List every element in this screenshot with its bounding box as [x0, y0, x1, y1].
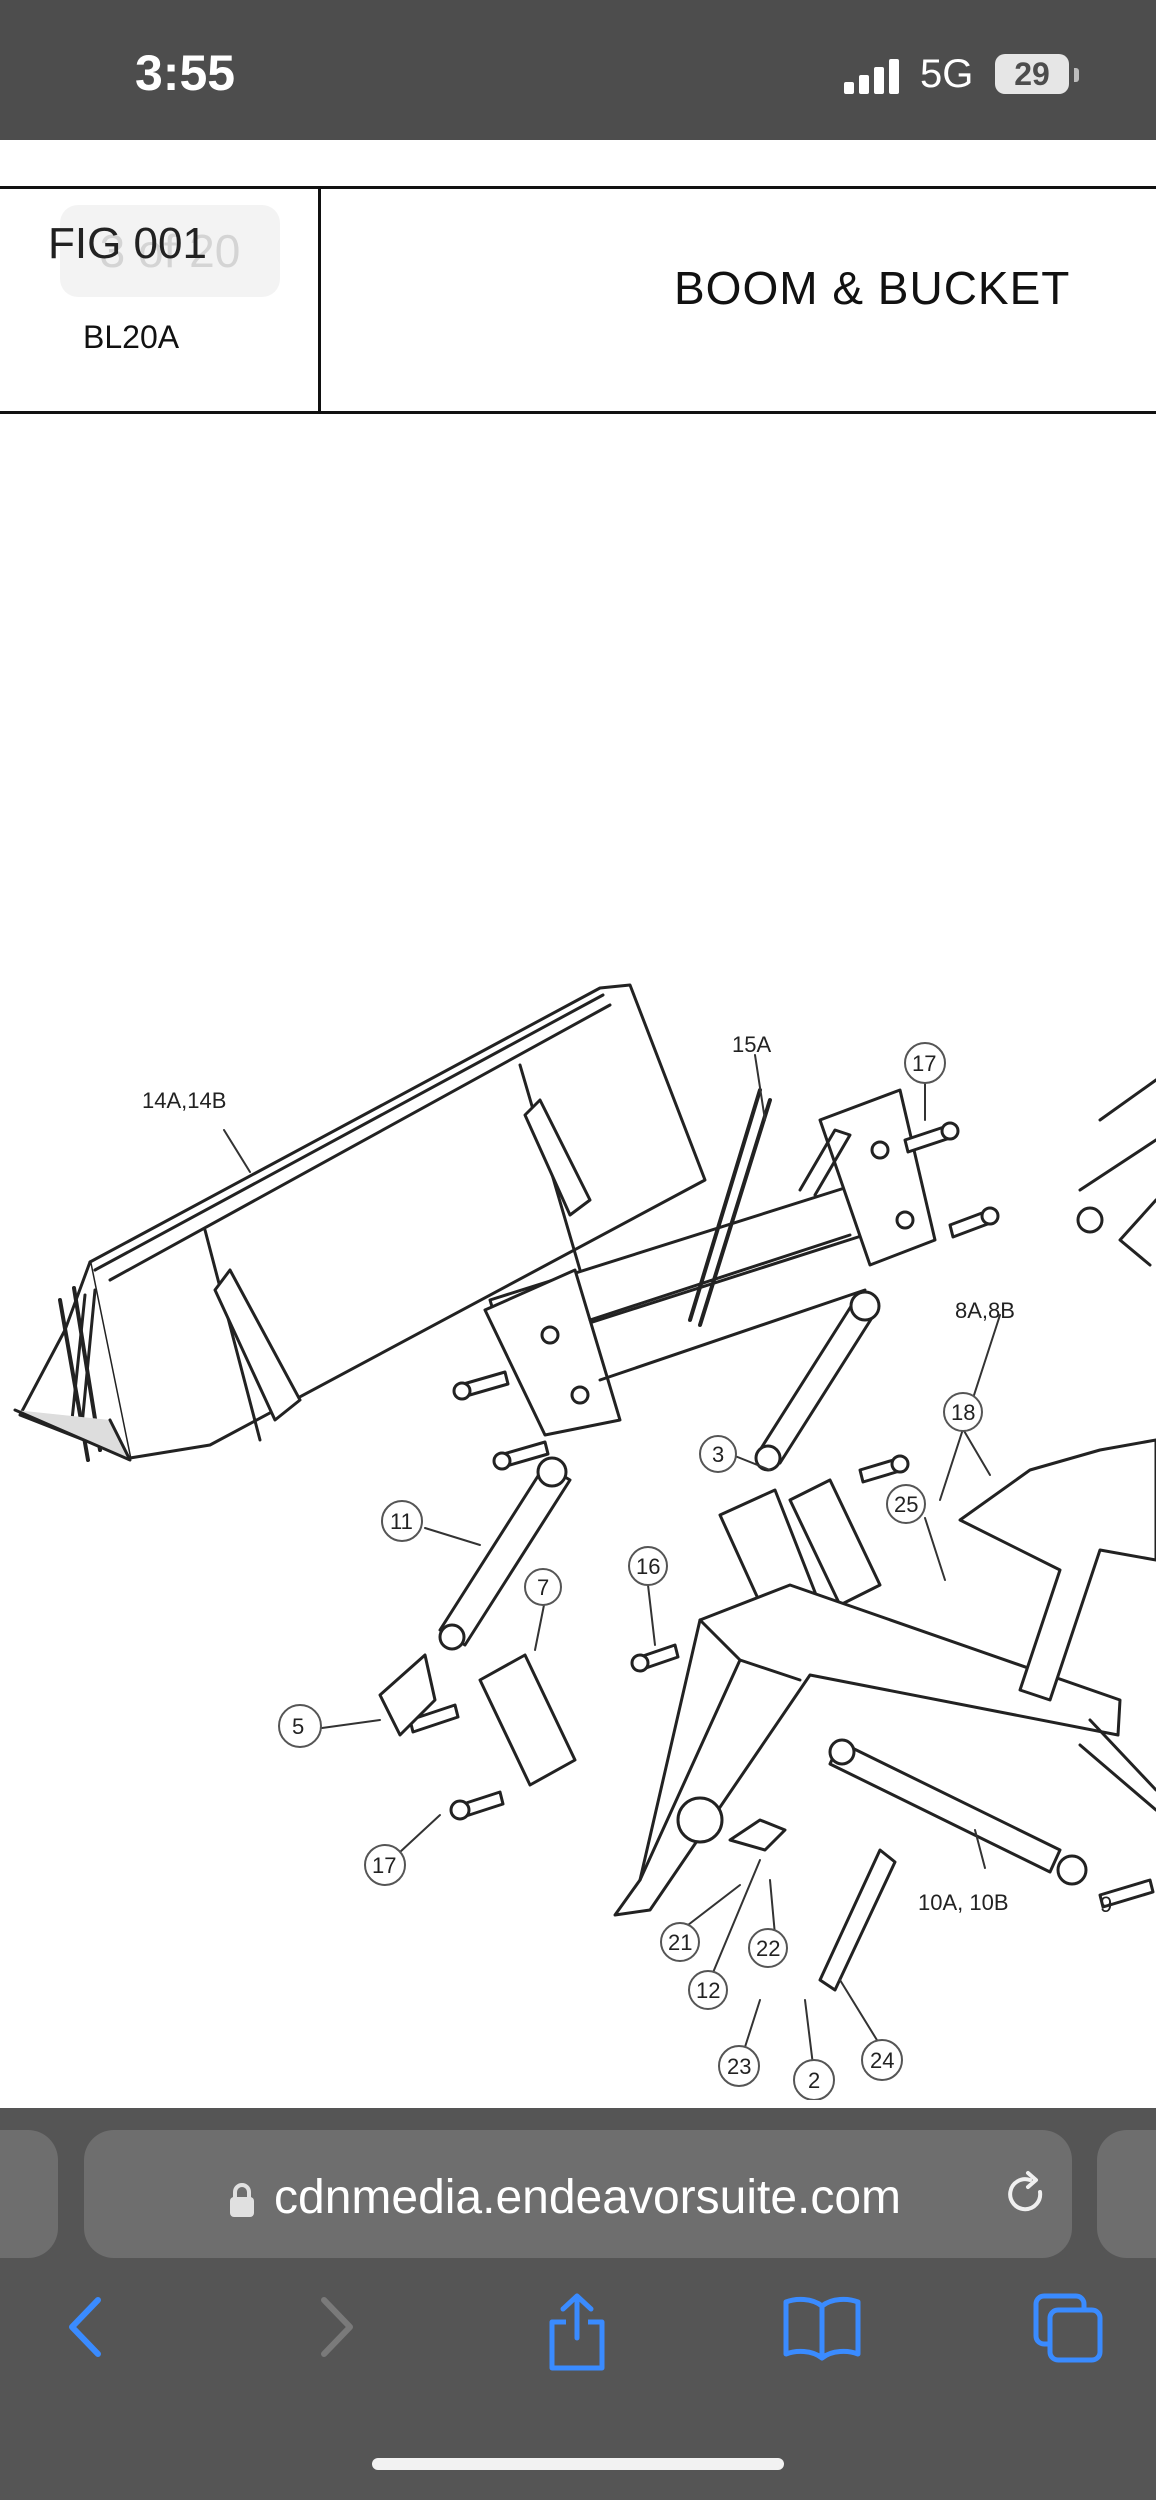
next-tab-preview[interactable] — [1097, 2130, 1156, 2258]
page-indicator: 3 of 20 — [60, 205, 280, 297]
model-number: BL20A — [83, 319, 180, 355]
bucket-drawing — [13, 983, 707, 1462]
callout-label: 24 — [870, 2048, 894, 2073]
forward-icon[interactable] — [310, 2292, 362, 2362]
previous-tab-preview[interactable] — [0, 2130, 58, 2258]
address-bar[interactable]: cdnmedia.endeavorsuite.com — [84, 2130, 1072, 2258]
hydraulic-cylinders — [438, 1290, 1088, 1886]
battery-cap — [1074, 68, 1079, 82]
back-icon[interactable] — [60, 2292, 112, 2362]
callout-label: 10A, 10B — [918, 1890, 1009, 1915]
callout-label: 3 — [712, 1442, 724, 1467]
callout-label: 23 — [727, 2054, 751, 2079]
figure-title: BOOM & BUCKET — [674, 262, 1071, 314]
battery-icon: 29 — [995, 54, 1069, 94]
lock-icon — [230, 2183, 254, 2217]
title-divider — [318, 189, 321, 411]
callout-label: 12 — [696, 1978, 720, 2003]
callout-leaders — [223, 1054, 1001, 2066]
callout-label: 11 — [390, 1509, 413, 1534]
callout-label: 8A,8B — [955, 1298, 1015, 1323]
network-type: 5G — [920, 52, 974, 96]
parts-diagram: 14A,14B 15A 17 8A,8B 18 3 25 11 16 7 5 1… — [13, 983, 1156, 2100]
pins-and-bolts — [408, 1121, 1155, 1909]
status-time: 3:55 — [135, 45, 236, 101]
figure-number: FIG 001 — [48, 219, 207, 268]
bookmarks-icon[interactable] — [782, 2292, 862, 2362]
callout-label: 18 — [951, 1400, 975, 1425]
callout-label: 5 — [292, 1714, 304, 1739]
callout-label: 17 — [912, 1051, 936, 1076]
title-block: 3 of 20 FIG 001 BL20A BOOM & BUCKET — [0, 186, 1156, 414]
callout-label: 9 — [1100, 1892, 1112, 1917]
linkage-brackets — [378, 1478, 897, 1992]
callout-label: 21 — [668, 1930, 692, 1955]
callout-label: 17 — [372, 1853, 396, 1878]
home-indicator[interactable] — [372, 2458, 784, 2470]
document-viewer[interactable]: 3 of 20 FIG 001 BL20A BOOM & BUCKET — [0, 140, 1156, 2108]
callout-label: 2 — [808, 2068, 820, 2093]
callout-balloons — [278, 1042, 983, 2100]
callout-label: 7 — [537, 1575, 549, 1600]
browser-toolbar: cdnmedia.endeavorsuite.com — [0, 2108, 1156, 2500]
callout-label: 16 — [636, 1554, 660, 1579]
share-icon[interactable] — [546, 2292, 608, 2372]
callout-label: 25 — [894, 1492, 918, 1517]
reload-icon[interactable] — [1000, 2168, 1052, 2220]
callout-label: 22 — [756, 1936, 780, 1961]
tabs-icon[interactable] — [1032, 2292, 1104, 2364]
signal-icon — [844, 59, 899, 94]
status-bar: 3:55 5G 29 — [0, 0, 1156, 140]
callout-label: 14A,14B — [142, 1088, 226, 1113]
loader-boom — [613, 1078, 1156, 1917]
callout-label: 15A — [732, 1032, 771, 1057]
callout-labels: 14A,14B 15A 17 8A,8B 18 3 25 11 16 7 5 1… — [142, 1032, 1112, 2093]
quick-attach-frame — [483, 1088, 937, 1437]
url-text[interactable]: cdnmedia.endeavorsuite.com — [274, 2171, 902, 2224]
